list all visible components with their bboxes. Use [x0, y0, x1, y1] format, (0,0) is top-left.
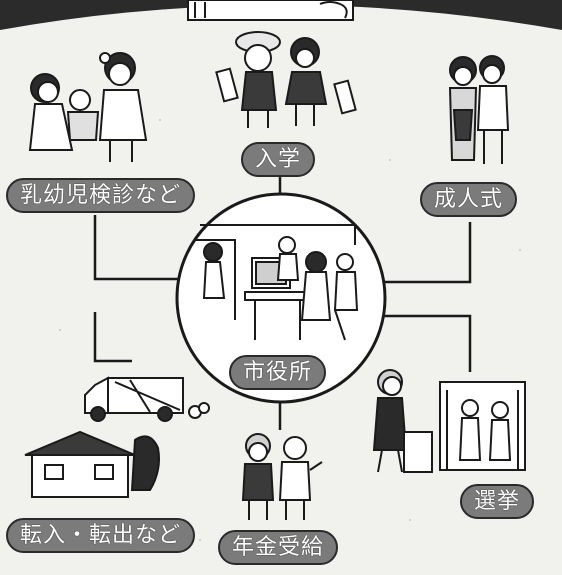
moving-label: 転入・転出など: [6, 518, 195, 553]
banner-icon: [188, 0, 353, 20]
voting-booth-illustration: [374, 370, 525, 472]
connector-bottom-left: [95, 312, 132, 361]
connector-top-left: [95, 215, 190, 279]
students-illustration: [216, 32, 355, 128]
coming-of-age-label: 成人式: [420, 182, 517, 217]
infant-checkup-label: 乳幼児検診など: [6, 178, 195, 213]
center-label: 市役所: [229, 355, 326, 390]
kimono-couple-illustration: [450, 56, 508, 164]
elderly-couple-illustration: [243, 434, 322, 520]
pension-label: 年金受給: [218, 530, 338, 565]
connector-bottom-right: [372, 316, 470, 372]
connector-top-right: [372, 222, 470, 282]
entrance-label: 入学: [241, 142, 315, 177]
election-label: 選挙: [460, 484, 534, 519]
doctor-baby-illustration: [30, 53, 146, 162]
moving-truck-house-illustration: [25, 378, 209, 497]
